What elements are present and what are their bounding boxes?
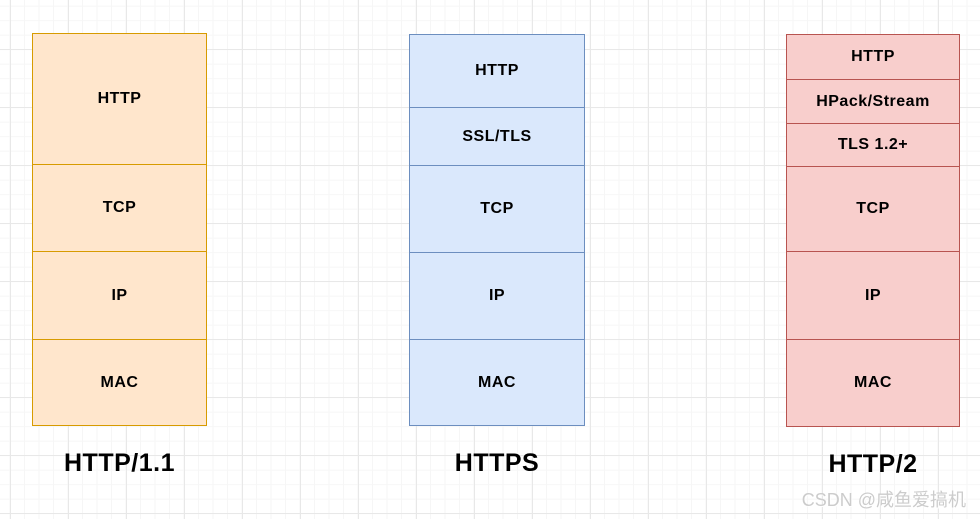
layer-label: HTTP — [475, 62, 519, 79]
layer-label: TCP — [480, 200, 514, 217]
stack-layer: IP — [787, 251, 959, 339]
layer-label: IP — [488, 287, 506, 304]
layer-label: MAC — [854, 374, 892, 391]
stack-title: HTTPS — [454, 449, 540, 477]
stack-layer: TCP — [410, 165, 584, 252]
layer-label: TCP — [102, 199, 137, 216]
stack-layer: HTTP — [787, 35, 959, 79]
layer-label: HPack/Stream — [816, 92, 930, 110]
watermark: CSDN @咸鱼爱搞机 — [801, 490, 966, 510]
stack-layer: TCP — [787, 166, 959, 251]
protocol-stack-0: HTTP TCP IP MAC HTTP/1.1 — [32, 33, 207, 478]
layer-label: TCP — [856, 200, 890, 217]
stack-layer: MAC — [33, 339, 206, 425]
stack-layer: HPack/Stream — [787, 79, 959, 123]
stack-layer: MAC — [410, 339, 584, 425]
stack-layer: IP — [33, 251, 206, 339]
stack-layer: MAC — [787, 339, 959, 426]
stack-layer: SSL/TLS — [410, 107, 584, 165]
stack-layer: HTTP — [33, 34, 206, 164]
layer-label: SSL/TLS — [462, 127, 532, 145]
stack-layer: TCP — [33, 164, 206, 251]
layer-label: MAC — [478, 373, 516, 391]
stack-box: HTTP TCP IP MAC — [32, 33, 207, 426]
layer-label: HTTP — [851, 48, 895, 65]
stack-title: HTTP/2 — [828, 450, 918, 478]
stack-layer: IP — [410, 252, 584, 339]
stack-title: HTTP/1.1 — [64, 449, 175, 477]
layer-label: IP — [111, 286, 128, 304]
stack-layer: HTTP — [410, 35, 584, 107]
layer-label: IP — [864, 286, 882, 304]
layer-label: HTTP — [97, 90, 142, 107]
stack-box: HTTP SSL/TLS TCP IP MAC — [409, 34, 585, 426]
protocol-stack-1: HTTP SSL/TLS TCP IP MAC HTTPS — [409, 34, 585, 478]
layer-label: TLS 1.2+ — [837, 136, 909, 153]
layer-label: MAC — [100, 373, 139, 391]
stack-layer: TLS 1.2+ — [787, 123, 959, 166]
